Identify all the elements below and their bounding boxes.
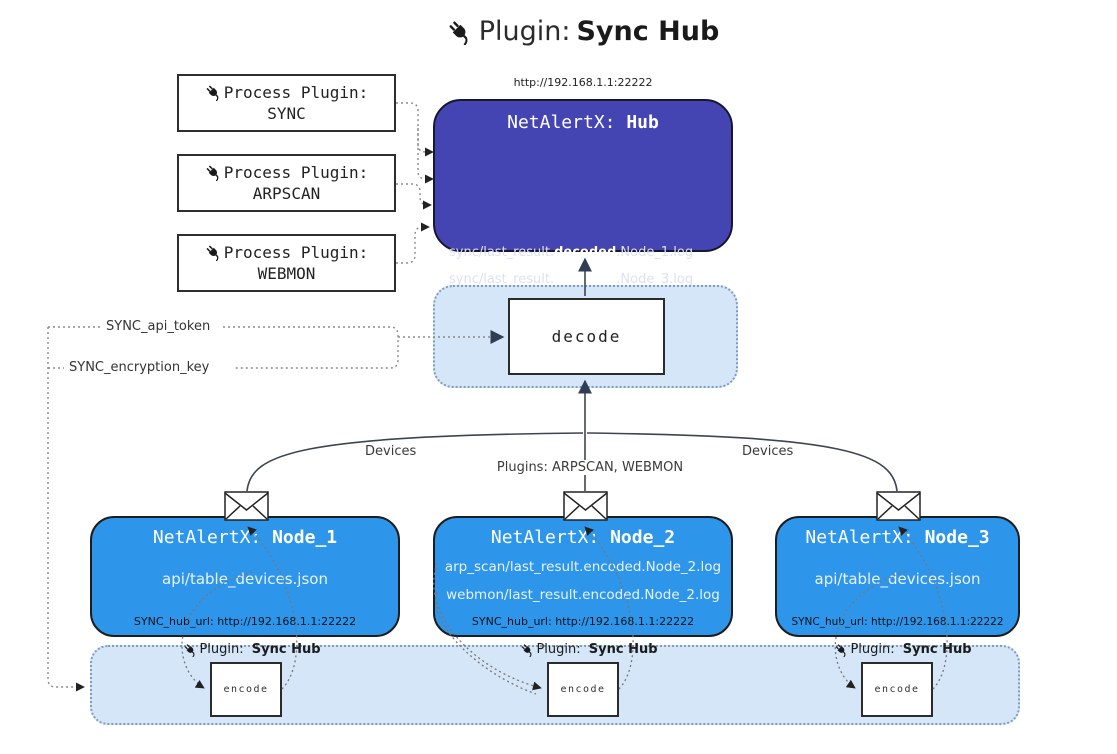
connector-settings-to-encode-band [47, 327, 85, 692]
sync-encryption-key-label: SYNC_encryption_key [66, 360, 213, 375]
hub-title: NetAlertX: Hub [435, 112, 731, 133]
page-title: Plugin: Sync Hub [433, 16, 733, 47]
connector-settings-bracket [223, 326, 399, 369]
encode-box: encode [210, 662, 282, 717]
plug-icon [183, 643, 197, 657]
connector-arpscan-to-log [396, 183, 432, 210]
hub-title-prefix: NetAlertX: [507, 112, 616, 133]
encode-section-label: Plugin: Sync Hub [834, 642, 972, 657]
process-plugin-name: SYNC [267, 104, 306, 123]
process-plugin-box-arpscan: Process Plugin: ARPSCAN [177, 154, 396, 212]
node-box-node-2: NetAlertX: Node_2 arp_scan/last_result.e… [433, 516, 733, 637]
process-plugin-name: WEBMON [257, 264, 316, 283]
process-plugin-label: Process Plugin: [223, 243, 369, 262]
plug-icon [205, 84, 222, 101]
node-file-line: webmon/last_result.encoded.Node_2.log [446, 587, 720, 603]
plug-icon [447, 19, 473, 45]
node-box-node-1: NetAlertX: Node_1 api/table_devices.json… [90, 516, 400, 637]
node-file-line: api/table_devices.json [162, 570, 328, 588]
node-file-line: arp_scan/last_result.encoded.Node_2.log [444, 559, 722, 575]
edge-label-devices-right: Devices [737, 444, 799, 459]
connector-sync-to-node3-log [417, 128, 434, 184]
encode-section-label: Plugin: Sync Hub [520, 642, 658, 657]
hub-title-name: Hub [626, 112, 659, 133]
hub-url-label: http://192.168.1.1:22222 [513, 76, 653, 89]
process-plugin-box-webmon: Process Plugin: WEBMON [177, 234, 396, 292]
encode-box: encode [861, 662, 933, 717]
sync-api-token-label: SYNC_api_token [103, 319, 214, 334]
encode-box: encode [547, 662, 619, 717]
node-hub-url: SYNC_hub_url: http://192.168.1.1:22222 [133, 615, 357, 628]
process-plugin-box-sync: Process Plugin: SYNC [177, 74, 396, 132]
connector-webmon-to-log [396, 222, 430, 264]
connector-plugins-to-hub [396, 102, 434, 264]
node-title: NetAlertX: Node_3 [805, 527, 990, 548]
plug-icon [205, 244, 222, 261]
page-title-prefix: Plugin: [478, 16, 571, 47]
decode-box: decode [508, 298, 665, 375]
plug-icon [520, 643, 534, 657]
edge-label-devices-left: Devices [360, 444, 422, 459]
page-title-name: Sync Hub [576, 16, 720, 47]
connector-sync-to-node1-log [396, 102, 434, 157]
node-box-node-3: NetAlertX: Node_3 api/table_devices.json… [775, 516, 1020, 637]
node-file-line: api/table_devices.json [814, 570, 981, 588]
hub-box: NetAlertX: Hub sync/last_result.decoded.… [433, 99, 733, 335]
node-hub-url: SYNC_hub_url: http://192.168.1.1:22222 [471, 615, 695, 628]
process-plugin-name: ARPSCAN [252, 184, 321, 203]
node-title: NetAlertX: Node_1 [152, 527, 338, 548]
edge-label-plugins-middle: Plugins: ARPSCAN, WEBMON [465, 460, 715, 475]
plug-icon [834, 643, 848, 657]
hub-log-line: sync/last_result.decoded.Node_3.log [449, 272, 694, 287]
encode-section-label: Plugin: Sync Hub [183, 642, 321, 657]
process-plugin-label: Process Plugin: [223, 163, 369, 182]
node-hub-url: SYNC_hub_url: http://192.168.1.1:22222 [791, 616, 1004, 628]
process-plugin-label: Process Plugin: [223, 83, 369, 102]
hub-log-line: sync/last_result.decoded.Node_1.log [449, 245, 694, 260]
node-title: NetAlertX: Node_2 [490, 527, 676, 548]
plug-icon [205, 164, 222, 181]
